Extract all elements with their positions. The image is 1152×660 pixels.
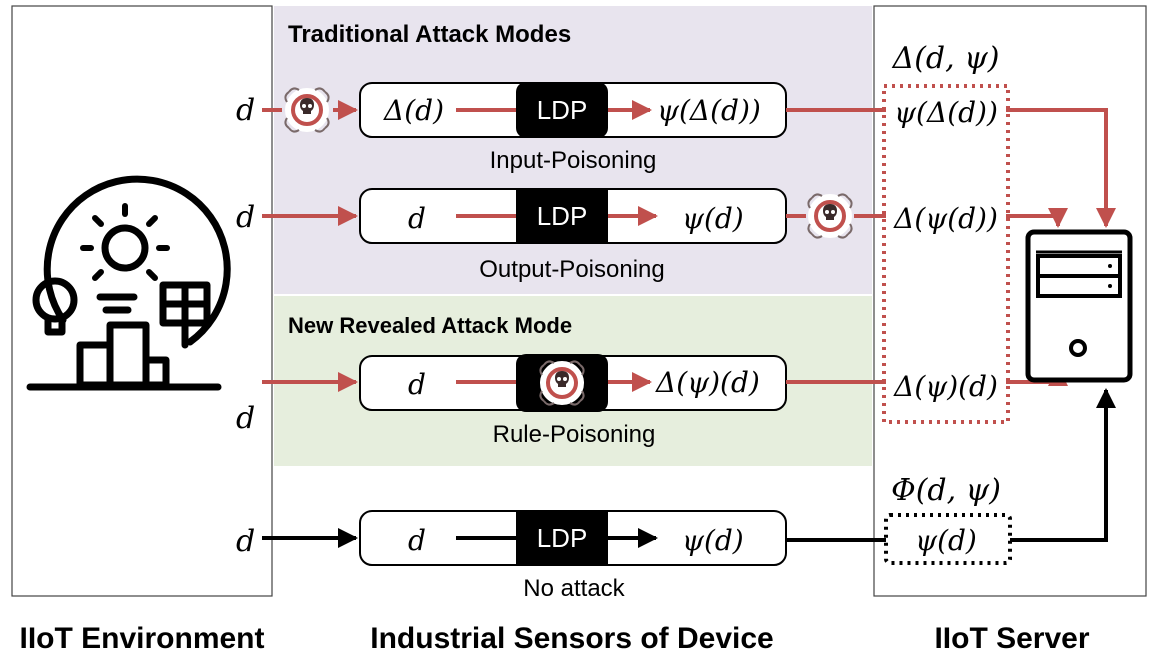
row4-left-value: d [408,524,426,557]
row1-left-value: Δ(d) [383,94,444,127]
skull-virus-icon [538,359,586,407]
skull-virus-icon [283,86,331,134]
row2-ldp-box [516,188,608,244]
clean-group-label: Φ(d, ψ) [891,473,1001,508]
skull-virus-icon [806,192,854,240]
row4-caption: No attack [523,575,625,602]
server-label: IIoT Server [934,622,1089,655]
environment-label: IIoT Environment [19,622,264,655]
row3-caption: Rule-Poisoning [493,421,656,448]
device-label: Industrial Sensors of Device [370,622,773,655]
row1-ldp-box [516,82,608,138]
attacked-group-box [882,84,1010,424]
row2-left-value: d [408,202,426,235]
traditional-section-title: Traditional Attack Modes [288,21,571,48]
row1-caption: Input-Poisoning [490,147,657,174]
attacked-value-1: ψ(Δ(d)) [894,96,998,129]
row2-right-value: ψ(d) [682,202,744,235]
input-d-row1: d [236,93,255,128]
attacked-value-bg-1 [886,92,1006,128]
row1-right-value: ψ(Δ(d)) [657,94,761,127]
row3-left-value: d [408,368,426,401]
row1-ldp-label: LDP [537,95,588,125]
revealed-section-title: New Revealed Attack Mode [288,313,572,338]
input-d-row3: d [236,401,255,436]
attacked-value-3: Δ(ψ)(d) [893,370,998,403]
attacked-value-2: Δ(ψ(d)) [893,202,998,235]
attacked-value-bg-3 [886,366,1006,402]
row4-right-value: ψ(d) [682,524,744,557]
input-d-row2: d [236,200,255,235]
clean-group-box [884,513,1012,565]
server-icon [1025,229,1133,383]
row3-right-value: Δ(ψ)(d) [655,366,760,399]
input-d-row4: d [236,524,255,559]
row2-ldp-label: LDP [537,201,588,231]
row2-caption: Output-Poisoning [479,256,664,283]
iiot-environment-icon [26,175,231,391]
attacked-value-bg-2 [886,198,1006,234]
row4-ldp-box [516,510,608,566]
traditional-section-bg [274,6,872,294]
clean-value: ψ(d) [915,524,977,557]
row4-ldp-label: LDP [537,523,588,553]
attacked-group-label: Δ(d, ψ) [892,41,1000,76]
